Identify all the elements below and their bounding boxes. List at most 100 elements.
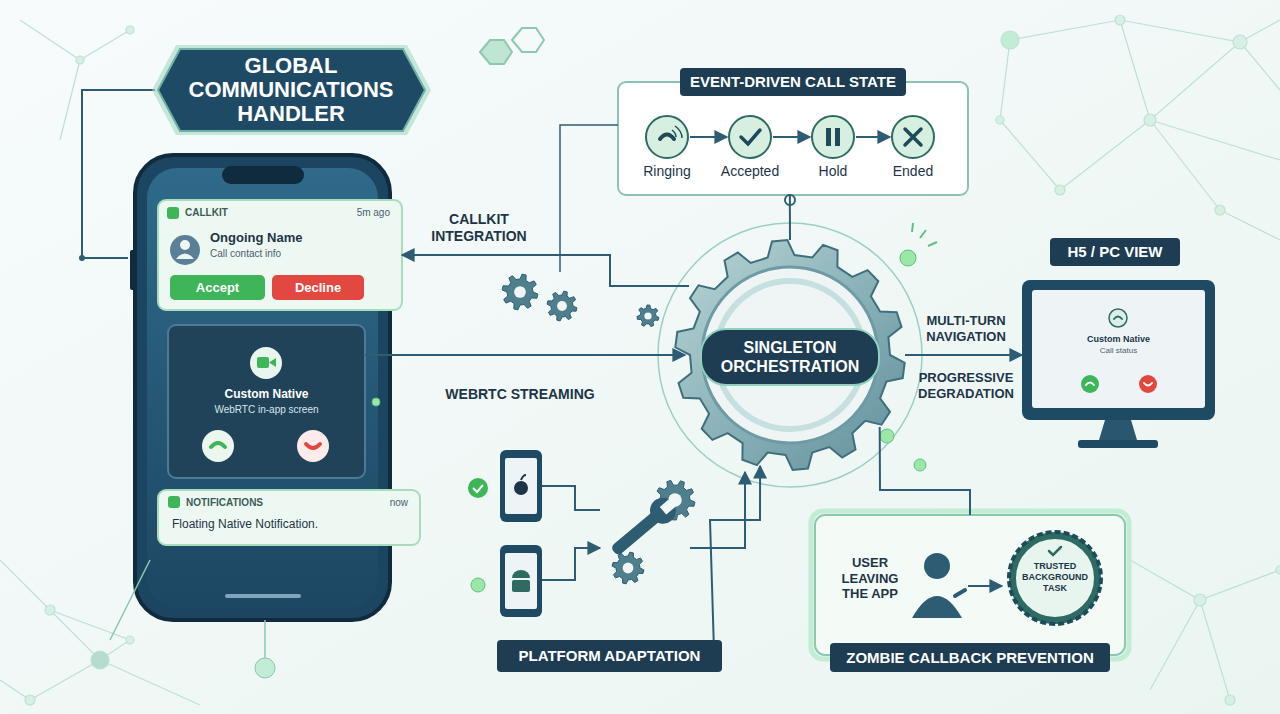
event-state-box-shape xyxy=(646,116,688,158)
node-text: EVENT-DRIVEN CALL STATE xyxy=(680,68,906,96)
event-state-box-shape xyxy=(560,82,968,272)
callkit-card: CALLKIT5m agoOngoing NameCall contact in… xyxy=(158,200,402,310)
gear-illustration xyxy=(547,291,577,321)
node-text: Ended xyxy=(878,163,948,180)
glow-dots xyxy=(372,398,380,406)
hexagon-ornament xyxy=(480,28,544,64)
monitor-illustration xyxy=(1022,280,1215,420)
zombie-box-shape xyxy=(815,515,1125,655)
node-text: now xyxy=(348,497,408,509)
notification-card: NOTIFICATIONS nowFloating Native Notifica… xyxy=(158,490,420,545)
connector xyxy=(856,136,890,138)
glow-dots xyxy=(880,429,894,443)
platform-illustration xyxy=(505,458,537,514)
gear-illustration xyxy=(612,552,644,584)
trusted-badge: TRUSTED BACKGROUND TASK xyxy=(1011,534,1099,622)
monitor-illustration xyxy=(1086,383,1152,386)
network-pattern xyxy=(91,651,109,669)
platform-illustration xyxy=(521,475,526,480)
network-pattern xyxy=(1233,35,1247,49)
edge-label: MULTI-TURN NAVIGATION xyxy=(910,313,1022,344)
platform-illustration xyxy=(542,486,600,580)
network-pattern xyxy=(1001,31,1019,49)
gear-illustration xyxy=(623,563,634,574)
custom-native-card-shape xyxy=(202,430,234,462)
network-pattern xyxy=(126,26,134,34)
connector xyxy=(773,136,810,138)
network-pattern xyxy=(0,15,1280,705)
event-state-box-shape xyxy=(646,116,934,158)
event-state-box-shape xyxy=(741,130,760,144)
phone-illustration xyxy=(110,560,150,640)
network-pattern xyxy=(25,695,35,705)
callkit-card-shape xyxy=(158,200,402,310)
event-state-box-shape xyxy=(672,126,682,138)
network-pattern xyxy=(126,636,134,644)
monitor-illustration xyxy=(1081,375,1099,393)
network-pattern xyxy=(1194,594,1206,606)
phone-illustration xyxy=(225,594,301,598)
platform-illustration xyxy=(500,450,542,522)
node-text: NOTIFICATIONS xyxy=(186,497,306,509)
platform-illustration xyxy=(505,553,537,609)
monitor-illustration xyxy=(1114,317,1122,320)
custom-native-card-shape xyxy=(250,347,282,379)
connector xyxy=(365,354,685,356)
connector xyxy=(690,136,727,138)
glow-dots xyxy=(914,459,926,471)
platform-illustration xyxy=(473,485,483,492)
hexagon-ornament xyxy=(512,28,544,52)
node-text: CALLKIT xyxy=(185,207,275,219)
platform-illustration xyxy=(500,545,542,617)
notification-card-shape xyxy=(158,490,420,545)
platform-illustration xyxy=(514,481,528,495)
callkit-card-shape xyxy=(180,240,190,250)
network-pattern xyxy=(1276,566,1280,574)
node-text: SINGLETON ORCHESTRATION xyxy=(700,328,880,386)
glow-dots xyxy=(912,223,937,246)
node-text: Accepted xyxy=(715,163,785,180)
event-state-box-shape xyxy=(560,125,618,272)
node-text: USER LEAVING THE APP xyxy=(831,555,909,602)
event-state-box-shape xyxy=(729,116,771,158)
zombie-box-shape xyxy=(955,590,965,596)
node-text: Ongoing Name xyxy=(210,230,390,246)
connector xyxy=(710,466,760,640)
node-text: H5 / PC VIEW xyxy=(1050,238,1180,266)
state-circle: Ringing xyxy=(632,115,702,185)
orchestration-gear: SINGLETON ORCHESTRATION xyxy=(675,240,905,470)
event-state-box-shape xyxy=(618,82,968,195)
zombie-box-shape xyxy=(912,596,962,618)
node-text: Call status xyxy=(1022,346,1215,356)
phone-illustration xyxy=(264,620,266,658)
webrtc-screen-card: Custom NativeWebRTC in-app screen xyxy=(168,325,365,478)
gear-illustration xyxy=(557,301,567,311)
network-pattern xyxy=(1225,695,1235,705)
zombie-prevention-box: USER LEAVING THE APPZOMBIE CALLBACK PREV… xyxy=(815,515,1125,672)
accept-button: Accept xyxy=(170,275,265,300)
node-text: Custom Native xyxy=(1022,334,1215,345)
connector xyxy=(402,255,689,286)
platform-illustration xyxy=(690,472,745,548)
event-state-box-shape xyxy=(905,129,921,145)
streaming-lines xyxy=(392,373,676,377)
phone-illustration xyxy=(255,658,275,678)
event-state-box-shape xyxy=(835,128,840,146)
notification-card-shape xyxy=(158,490,420,545)
node-text: 5m ago xyxy=(308,207,390,219)
monitor-illustration xyxy=(1109,309,1127,327)
connector xyxy=(880,427,970,515)
view-label: H5 / PC VIEW xyxy=(1050,238,1180,266)
gear-illustration xyxy=(675,240,904,470)
network-pattern xyxy=(1144,114,1156,126)
gear-illustration xyxy=(637,305,659,327)
monitor-illustration xyxy=(1139,375,1157,393)
node-text: Floating Native Notification. xyxy=(172,517,412,531)
callkit-card-shape xyxy=(158,200,402,310)
monitor-screen: Custom NativeCall status xyxy=(1022,280,1215,420)
node-text: Ringing xyxy=(632,163,702,180)
event-state-box-shape xyxy=(660,135,674,140)
